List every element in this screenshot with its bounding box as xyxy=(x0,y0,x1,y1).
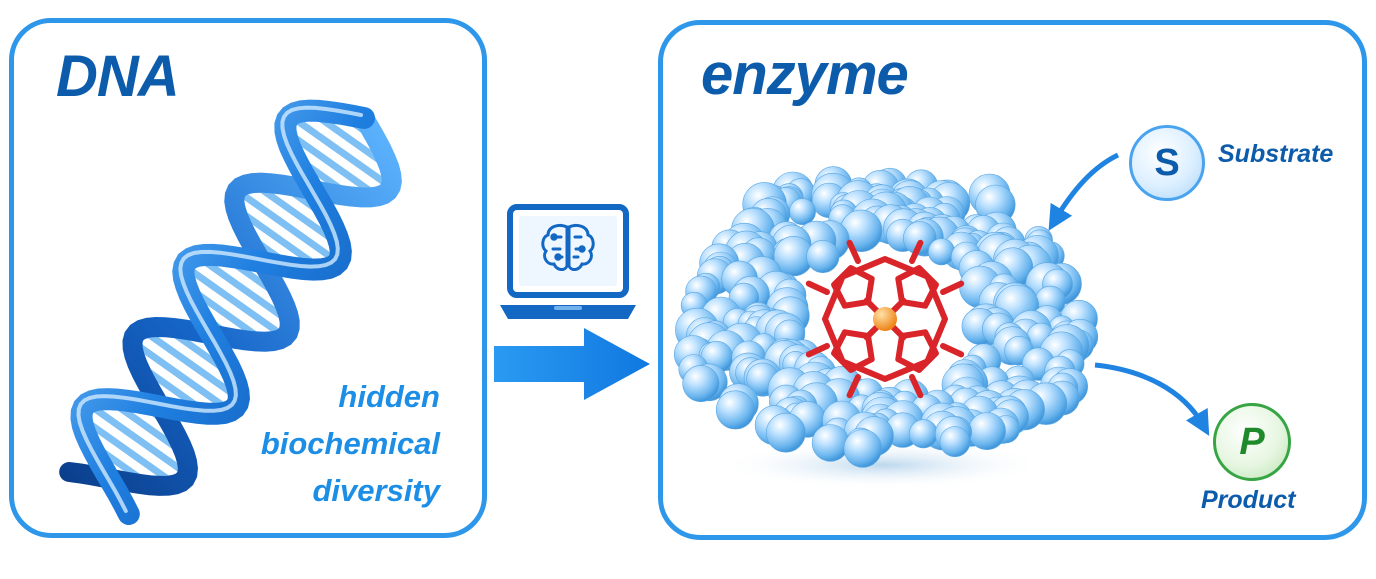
right-arrow-icon xyxy=(494,328,650,400)
dna-strand-back xyxy=(59,108,402,496)
brain-circuit-icon xyxy=(541,223,595,271)
protein-atom xyxy=(766,412,806,453)
heme-bond xyxy=(909,374,924,399)
dna-helix-icon xyxy=(59,99,402,525)
protein-atom xyxy=(682,365,720,403)
dna-base-pair xyxy=(282,127,382,200)
heme-bond xyxy=(846,374,861,399)
substrate-label: Substrate xyxy=(1218,140,1334,168)
substrate-badge: S xyxy=(1129,125,1205,201)
dna-base-pair xyxy=(180,262,289,341)
diversity-line-2: biochemical xyxy=(260,426,440,461)
diversity-note: hidden biochemical diversity xyxy=(261,373,440,514)
dna-base-pair xyxy=(286,112,395,191)
protein-atom-spheres xyxy=(673,166,1099,468)
iron-atom-icon xyxy=(873,307,897,331)
protein-atom xyxy=(843,429,883,468)
product-label: Product xyxy=(1201,486,1296,514)
enzyme-panel: enzyme S Su xyxy=(658,20,1367,540)
heme-bond xyxy=(909,239,924,264)
protein-atom xyxy=(902,221,937,255)
dna-base-pair xyxy=(83,400,191,478)
dna-base-pair xyxy=(233,187,342,266)
substrate-arrow xyxy=(1048,152,1120,231)
protein-atom xyxy=(715,390,755,430)
product-arrow xyxy=(1094,362,1210,436)
dna-base-pair xyxy=(193,252,294,326)
protein-atom xyxy=(811,424,850,462)
heme-bond xyxy=(822,256,948,382)
protein-atom xyxy=(968,412,1006,451)
heme-bond xyxy=(940,343,965,358)
product-badge: P xyxy=(1213,403,1291,481)
protein-atom xyxy=(789,198,816,226)
protein-atom xyxy=(939,426,971,458)
diversity-line-1: hidden xyxy=(338,379,440,414)
heme-bond xyxy=(940,280,965,295)
dna-base-pair xyxy=(128,338,234,415)
dna-base-pair xyxy=(77,414,179,489)
diversity-line-3: diversity xyxy=(312,473,440,508)
dna-base-pair xyxy=(138,326,243,402)
dna-strand-highlight xyxy=(76,105,363,513)
heme-bond xyxy=(805,280,830,295)
heme-bond xyxy=(805,343,830,358)
laptop-ai-brain-icon xyxy=(500,204,636,319)
protein-atom xyxy=(908,419,938,449)
protein-atom xyxy=(927,238,955,266)
protein-atom xyxy=(806,240,840,274)
dna-title: DNA xyxy=(56,44,180,109)
enzyme-title: enzyme xyxy=(701,42,909,107)
dna-panel: DNA hidden biochemical diversity xyxy=(9,18,487,538)
protein-structure-icon xyxy=(673,152,1210,489)
heme-bond xyxy=(846,239,861,264)
